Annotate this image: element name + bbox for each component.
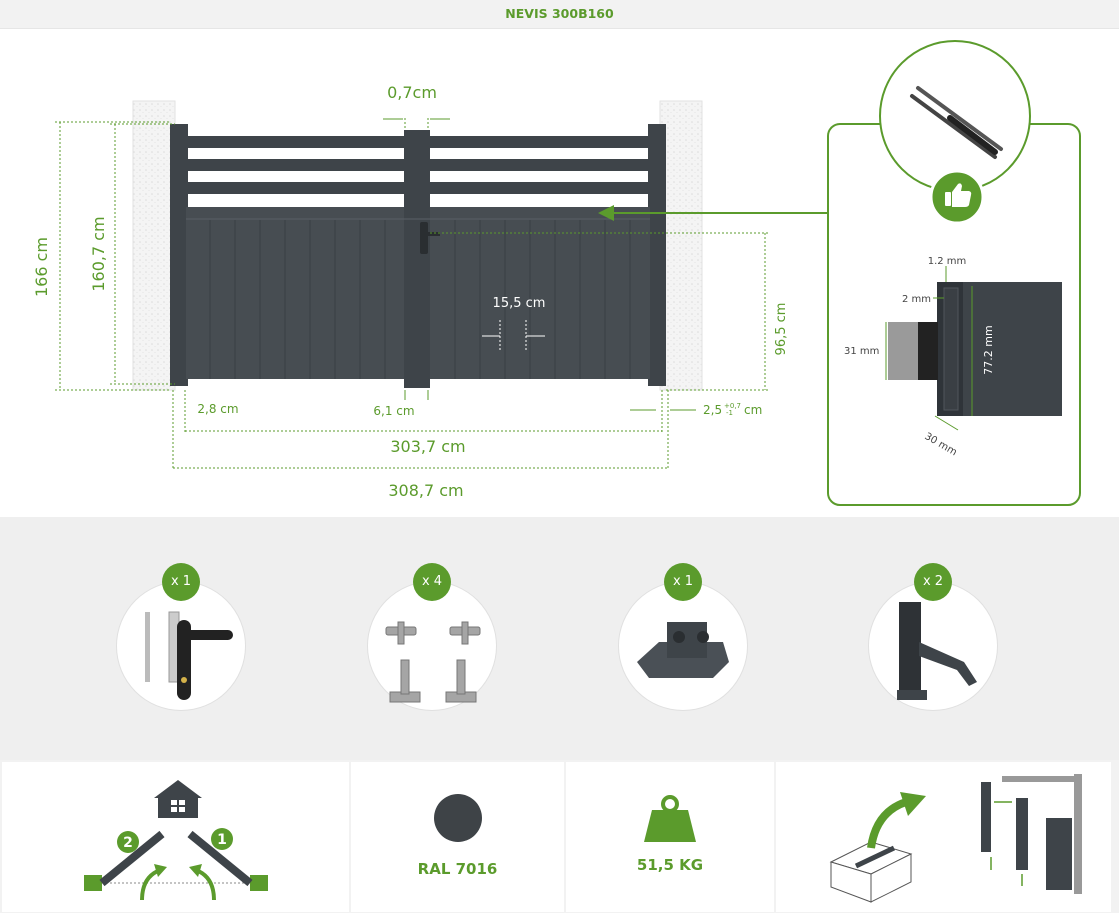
left-pillar (132, 100, 176, 391)
gate-stop-icon (637, 622, 729, 678)
gas-strut-icon (910, 86, 1003, 159)
right-pillar (659, 100, 703, 391)
qty-badge: x 1 (162, 563, 200, 601)
width-gate-label: 303,7 cm (390, 437, 465, 456)
accessory-gate-stop (619, 582, 747, 710)
product-title: NEVIS 300B160 (505, 6, 614, 21)
step-1-label: 1 (217, 832, 227, 848)
thumbs-up-icon (945, 183, 972, 207)
opening-direction-panel: 2 1 (2, 762, 349, 912)
gap-center-label: 6,1 cm (373, 404, 414, 418)
packaging-icon (829, 774, 1082, 903)
color-label: RAL 7016 (417, 860, 498, 878)
height-total-label: 166 cm (32, 237, 51, 297)
accessory-hinges (368, 582, 496, 710)
header-bar: NEVIS 300B160 (0, 0, 1119, 29)
weight-panel: 51,5 KG (566, 762, 774, 912)
gap-top-label: 0,7cm (387, 83, 437, 102)
weight-icon (644, 795, 696, 842)
height-panel-label: 96,5 cm (774, 303, 789, 356)
color-panel: RAL 7016 (351, 762, 564, 912)
gate-drawing (170, 124, 666, 388)
weight-label: 51,5 KG (636, 856, 704, 874)
gap-right-tol-minus: -1 (726, 409, 733, 417)
profile-section-drawing (888, 282, 1062, 416)
packaging-panel (776, 762, 1111, 912)
house-icon (154, 780, 202, 818)
accessory-handle-lock (117, 582, 245, 710)
step-2-label: 2 (123, 835, 133, 851)
qty-badge: x 2 (914, 563, 952, 601)
accessory-gate-latch (869, 582, 997, 710)
height-leaf-label: 160,7 cm (89, 216, 108, 291)
profile-dim-2: 2 mm (902, 294, 931, 305)
profile-dim-1: 1.2 mm (928, 256, 967, 267)
hinges-icon (385, 621, 481, 703)
gap-right-tol-plus: +0,7 (724, 402, 741, 410)
color-swatch (434, 794, 482, 842)
profile-dim-4: 77.2 mm (982, 325, 995, 374)
gate-diagram-section: 0,7cm 166 cm 160,7 cm 96,5 cm 15,5 cm 2,… (0, 29, 1119, 517)
accessories-section: x 1 x 4 x 1 x 2 (0, 517, 1119, 760)
slat-width-label: 15,5 cm (493, 296, 546, 311)
gate-latch-icon (897, 602, 977, 700)
gap-left-label: 2,8 cm (197, 402, 238, 416)
qty-badge: x 4 (413, 563, 451, 601)
gap-right-label: 2,5 (703, 403, 722, 417)
opening-diagram: 2 1 (84, 780, 268, 901)
handle-lock-icon (145, 611, 233, 700)
profile-dim-3: 31 mm (844, 346, 879, 357)
gate-diagram: 0,7cm 166 cm 160,7 cm 96,5 cm 15,5 cm 2,… (32, 40, 1081, 506)
width-total-label: 308,7 cm (388, 481, 463, 500)
qty-badge: x 1 (664, 563, 702, 601)
gap-right-unit: cm (744, 403, 762, 417)
dimension-lines (55, 118, 770, 470)
